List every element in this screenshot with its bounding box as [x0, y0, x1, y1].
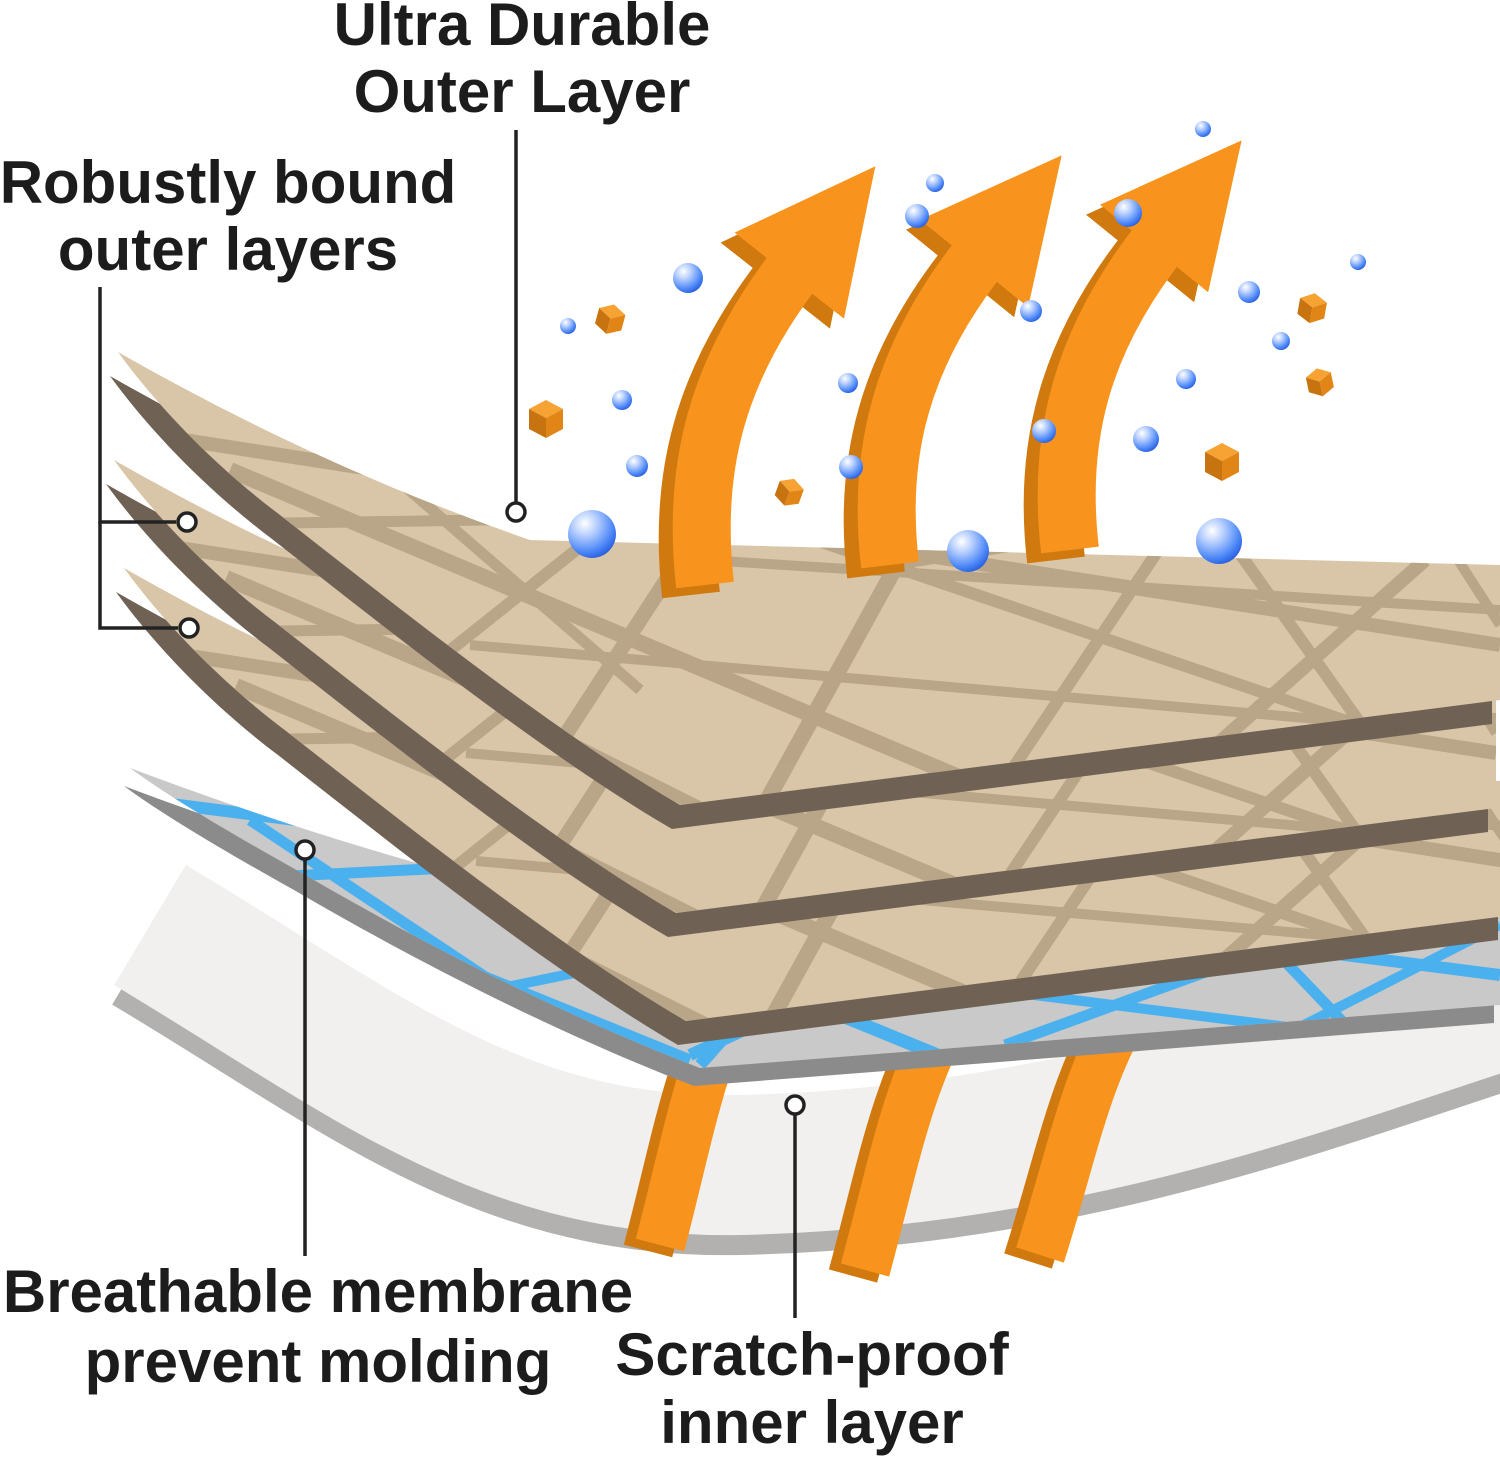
water-bubbles	[560, 121, 1366, 572]
label-bound-layers-line1: Robustly bound	[0, 149, 456, 216]
callout-dot	[176, 511, 198, 533]
label-inner-layer-line2: inner layer	[660, 1389, 964, 1456]
label-inner-layer-line1: Scratch-proof	[615, 1321, 1009, 1388]
label-outer-layer-line2: Outer Layer	[354, 58, 691, 125]
callout-bound-layers	[98, 287, 200, 639]
inner-layer	[112, 864, 1500, 1256]
callout-membrane	[294, 839, 316, 1256]
callout-outer-layer	[505, 130, 527, 523]
callout-inner-layer	[784, 1094, 806, 1318]
breathability-arrows-bottom	[623, 963, 1157, 1283]
label-membrane-line1: Breathable membrane	[3, 1258, 633, 1325]
callout-dot	[178, 617, 200, 639]
callout-dot	[505, 501, 527, 523]
label-membrane-line2: prevent molding	[85, 1328, 552, 1395]
label-bound-layers-line2: outer layers	[58, 216, 398, 283]
labels: Ultra Durable Outer Layer Robustly bound…	[0, 0, 1010, 1456]
breathability-arrows-top	[658, 140, 1242, 599]
label-outer-layer-line1: Ultra Durable	[334, 0, 711, 58]
callout-dot	[294, 839, 316, 861]
callout-dot	[784, 1094, 806, 1116]
